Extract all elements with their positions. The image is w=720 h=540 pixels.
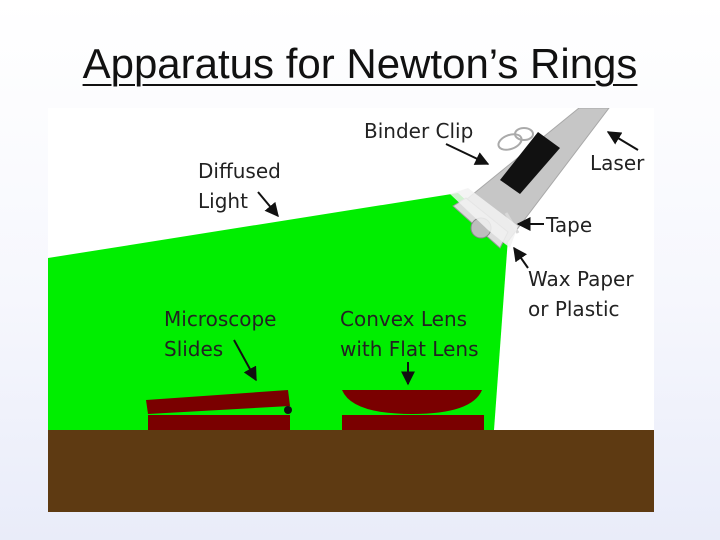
label-wax-paper-1: Wax Paper xyxy=(528,267,634,291)
label-convex-1: Convex Lens xyxy=(340,307,467,331)
label-wax-paper-2: or Plastic xyxy=(528,297,620,321)
arrow-binder-clip xyxy=(445,143,490,165)
label-microscope-2: Slides xyxy=(164,337,223,361)
arrow-laser xyxy=(606,131,639,151)
label-diffused-light-1: Diffused xyxy=(198,159,281,183)
label-tape: Tape xyxy=(545,213,592,237)
newtons-rings-apparatus-diagram: Binder Clip Laser Diffused Light Tape Wa… xyxy=(48,108,654,512)
arrow-wax-paper xyxy=(513,246,529,269)
wax-paper xyxy=(450,188,518,248)
slide-title: Apparatus for Newton’s Rings xyxy=(82,40,638,87)
table-surface xyxy=(48,430,654,512)
arrow-diffused-light xyxy=(257,191,279,218)
label-binder-clip: Binder Clip xyxy=(364,119,473,143)
label-microscope-1: Microscope xyxy=(164,307,276,331)
label-laser: Laser xyxy=(590,151,645,175)
microscope-slides xyxy=(146,390,292,430)
diffused-light-beam xyxy=(48,193,508,430)
label-diffused-light-2: Light xyxy=(198,189,248,213)
binder-clip xyxy=(497,127,560,194)
convex-lens-on-flat xyxy=(342,390,484,430)
arrow-microscope-slides xyxy=(233,339,257,382)
label-convex-2: with Flat Lens xyxy=(340,337,479,361)
